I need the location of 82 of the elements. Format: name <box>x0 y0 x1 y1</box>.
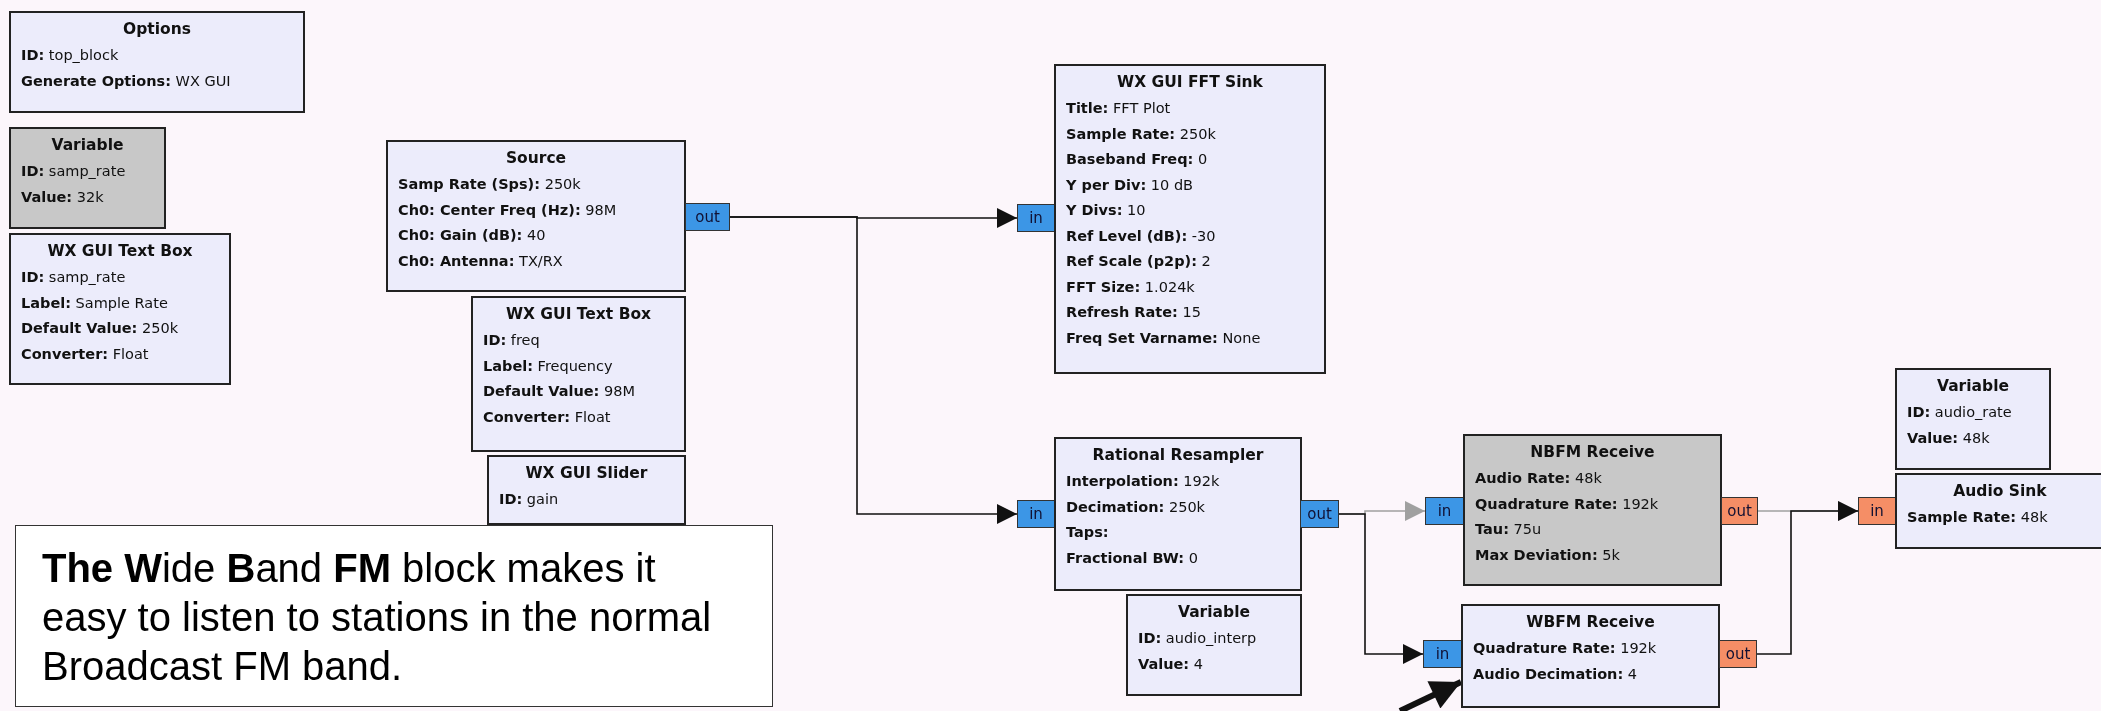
parameter-text: Label: Sample Rate <box>21 293 169 313</box>
parameter-text: Interpolation: 192k <box>1066 472 1221 491</box>
port-tab: out <box>685 203 730 231</box>
block-box <box>1895 368 2051 470</box>
parameter-text: Default Value: 98M <box>483 382 636 401</box>
block-title: WX GUI Text Box <box>46 241 194 262</box>
parameter-text: Value: 4 <box>1138 654 1204 674</box>
block-title: WX GUI Slider <box>524 463 649 484</box>
port-tab: in <box>1858 497 1896 525</box>
block-title: WX GUI Text Box <box>504 304 653 325</box>
parameter-text: Sample Rate: 250k <box>1066 124 1217 144</box>
connector-arrow <box>1756 501 1859 655</box>
block-box <box>386 140 686 292</box>
block-box <box>1054 64 1326 374</box>
block-box <box>1126 594 1302 696</box>
parameter-text: Fractional BW: 0 <box>1066 548 1199 568</box>
block-box <box>1461 604 1720 708</box>
block-title: Rational Resampler <box>1091 445 1265 466</box>
port-tab: out <box>1719 640 1757 668</box>
parameter-text: Title: FFT Plot <box>1066 99 1172 118</box>
parameter-text: Refresh Rate: 15 <box>1066 303 1202 322</box>
disabled-block-box <box>1463 434 1722 586</box>
annotation-box: The Wide Band FM block makes it easy to listen to stations in the normal Broadcast FM band. <box>15 525 773 707</box>
parameter-text: ID: top_block <box>21 46 120 65</box>
parameter-text: Ch0: Center Freq (Hz): 98M <box>398 200 618 220</box>
connector-arrow <box>729 216 1018 524</box>
block-box <box>1054 437 1302 591</box>
parameter-text: Baseband Freq: 0 <box>1066 150 1209 169</box>
parameter-text: Taps: <box>1066 523 1110 542</box>
parameter-text: Value: 48k <box>1907 428 1991 448</box>
parameter-text: ID: gain <box>499 490 560 509</box>
disabled-block-box <box>9 127 166 229</box>
block-title: WX GUI FFT Sink <box>1116 72 1264 93</box>
block-title: Options <box>122 19 192 40</box>
port-tab: out <box>1300 500 1339 528</box>
parameter-text: Audio Decimation: 4 <box>1473 664 1639 684</box>
pointer-arrow <box>1398 679 1463 711</box>
block-box <box>1895 473 2101 549</box>
parameter-text: Converter: Float <box>483 407 612 427</box>
parameter-text: Sample Rate: 48k <box>1907 508 2049 527</box>
parameter-text: Value: 32k <box>21 187 105 207</box>
port-tab: out <box>1721 497 1758 525</box>
parameter-text: Quadrature Rate: 192k <box>1473 639 1658 658</box>
parameter-text: Ch0: Antenna: TX/RX <box>398 251 564 271</box>
block-title: NBFM Receive <box>1529 442 1656 463</box>
block-title: Variable <box>1936 376 2010 397</box>
block-title: Variable <box>1177 602 1251 623</box>
block-title: Audio Sink <box>1952 481 2048 502</box>
block-title: WBFM Receive <box>1525 612 1656 633</box>
parameter-text: Converter: Float <box>21 344 150 364</box>
parameter-text: Ref Scale (p2p): 2 <box>1066 252 1212 271</box>
parameter-text: ID: samp_rate <box>21 162 127 181</box>
parameter-text: Quadrature Rate: 192k <box>1475 494 1660 514</box>
port-tab: in <box>1423 640 1462 668</box>
parameter-text: Label: Frequency <box>483 356 614 376</box>
parameter-text: Tau: 75u <box>1475 520 1543 539</box>
block-title: Variable <box>50 135 125 156</box>
parameter-text: Max Deviation: 5k <box>1475 545 1621 565</box>
port-tab: in <box>1017 500 1055 528</box>
parameter-text: Y per Div: 10 dB <box>1066 175 1195 195</box>
block-box <box>9 11 305 113</box>
parameter-text: Ch0: Gain (dB): 40 <box>398 226 547 245</box>
parameter-text: Generate Options: WX GUI <box>21 71 232 91</box>
parameter-text: ID: samp_rate <box>21 268 127 287</box>
parameter-text: Decimation: 250k <box>1066 497 1206 517</box>
port-tab: in <box>1425 497 1464 525</box>
block-box <box>471 296 686 452</box>
parameter-text: Samp Rate (Sps): 250k <box>398 175 582 194</box>
parameter-text: Audio Rate: 48k <box>1475 469 1603 488</box>
block-box <box>9 233 231 385</box>
block-box <box>487 455 686 525</box>
parameter-text: FFT Size: 1.024k <box>1066 277 1196 297</box>
parameter-text: Freq Set Varname: None <box>1066 328 1262 348</box>
connector-arrow <box>1338 513 1424 664</box>
parameter-text: ID: freq <box>483 331 541 350</box>
parameter-text: Ref Level (dB): -30 <box>1066 226 1217 246</box>
parameter-text: Y Divs: 10 <box>1066 201 1147 220</box>
block-title: Source <box>504 148 568 169</box>
port-tab: in <box>1017 204 1055 232</box>
parameter-text: ID: audio_rate <box>1907 403 2013 422</box>
parameter-text: ID: audio_interp <box>1138 629 1258 648</box>
parameter-text: Default Value: 250k <box>21 319 180 338</box>
